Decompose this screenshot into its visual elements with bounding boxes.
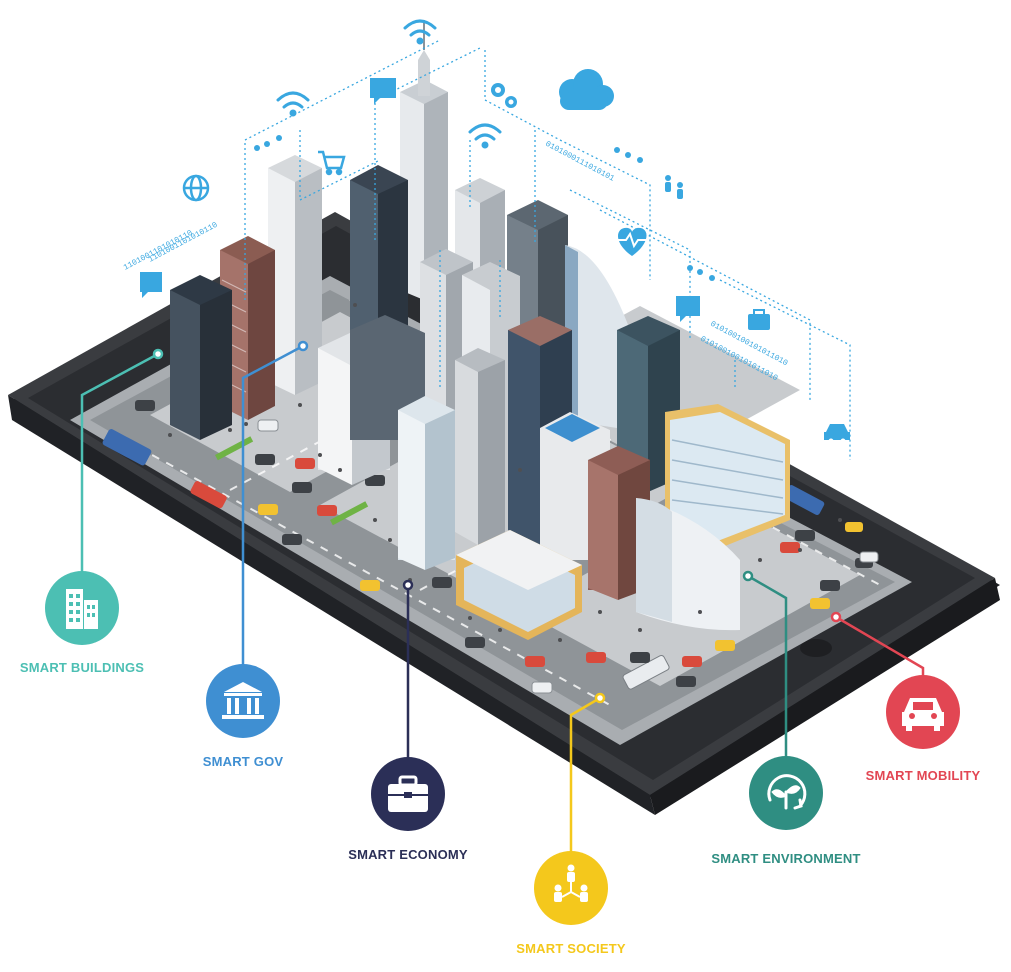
cloud-icon: [559, 69, 614, 110]
callout-lines: [80, 340, 925, 853]
heart-pulse-icon: [618, 227, 647, 256]
people-network-icon: [554, 864, 588, 902]
smart-society-node: [534, 851, 608, 925]
sprout-cycle-icon: [767, 774, 807, 810]
binary-text-left: 1101001101010110: [147, 221, 219, 265]
smart-environment-node: [749, 756, 823, 830]
tablet-home-button: [800, 639, 832, 657]
binary-text-left-2: 1101001101010110: [122, 229, 194, 273]
pedestrians: [168, 303, 842, 642]
smart-society-label: SMART SOCIETY: [516, 941, 626, 956]
chat-bubble-icon: [140, 272, 162, 298]
government-building-icon: [222, 682, 264, 719]
smart-buildings-label: SMART BUILDINGS: [19, 660, 145, 675]
cart-icon: [318, 150, 346, 176]
smart-economy-node: [371, 757, 445, 831]
chat-bubble-icon: [676, 296, 700, 322]
vehicles: [102, 400, 879, 694]
wifi-icon: [276, 91, 310, 117]
gears-icon: [491, 83, 517, 108]
binary-text-center: 0101000111010101: [544, 140, 616, 184]
chat-bubble-icon: [370, 78, 396, 104]
smart-mobility-node: [886, 675, 960, 749]
buildings: [170, 20, 790, 640]
briefcase-icon: [388, 775, 428, 812]
car-icon: [824, 424, 850, 444]
smart-environment-label: SMART ENVIRONMENT: [711, 851, 861, 866]
people-icon: [665, 175, 683, 199]
globe-icon: [182, 174, 210, 202]
wifi-icon: [468, 123, 502, 149]
network-lines: [244, 39, 851, 460]
briefcase-icon: [748, 309, 770, 330]
smart-economy-label: SMART ECONOMY: [348, 847, 468, 862]
smart-buildings-node: [45, 571, 119, 645]
car-icon: [902, 698, 944, 731]
floating-icons: [140, 19, 850, 444]
smart-mobility-label: SMART MOBILITY: [865, 768, 981, 783]
wifi-icon: [403, 19, 437, 45]
buildings-icon: [66, 589, 98, 629]
smart-gov-node: [206, 664, 280, 738]
smart-gov-label: SMART GOV: [202, 754, 284, 769]
